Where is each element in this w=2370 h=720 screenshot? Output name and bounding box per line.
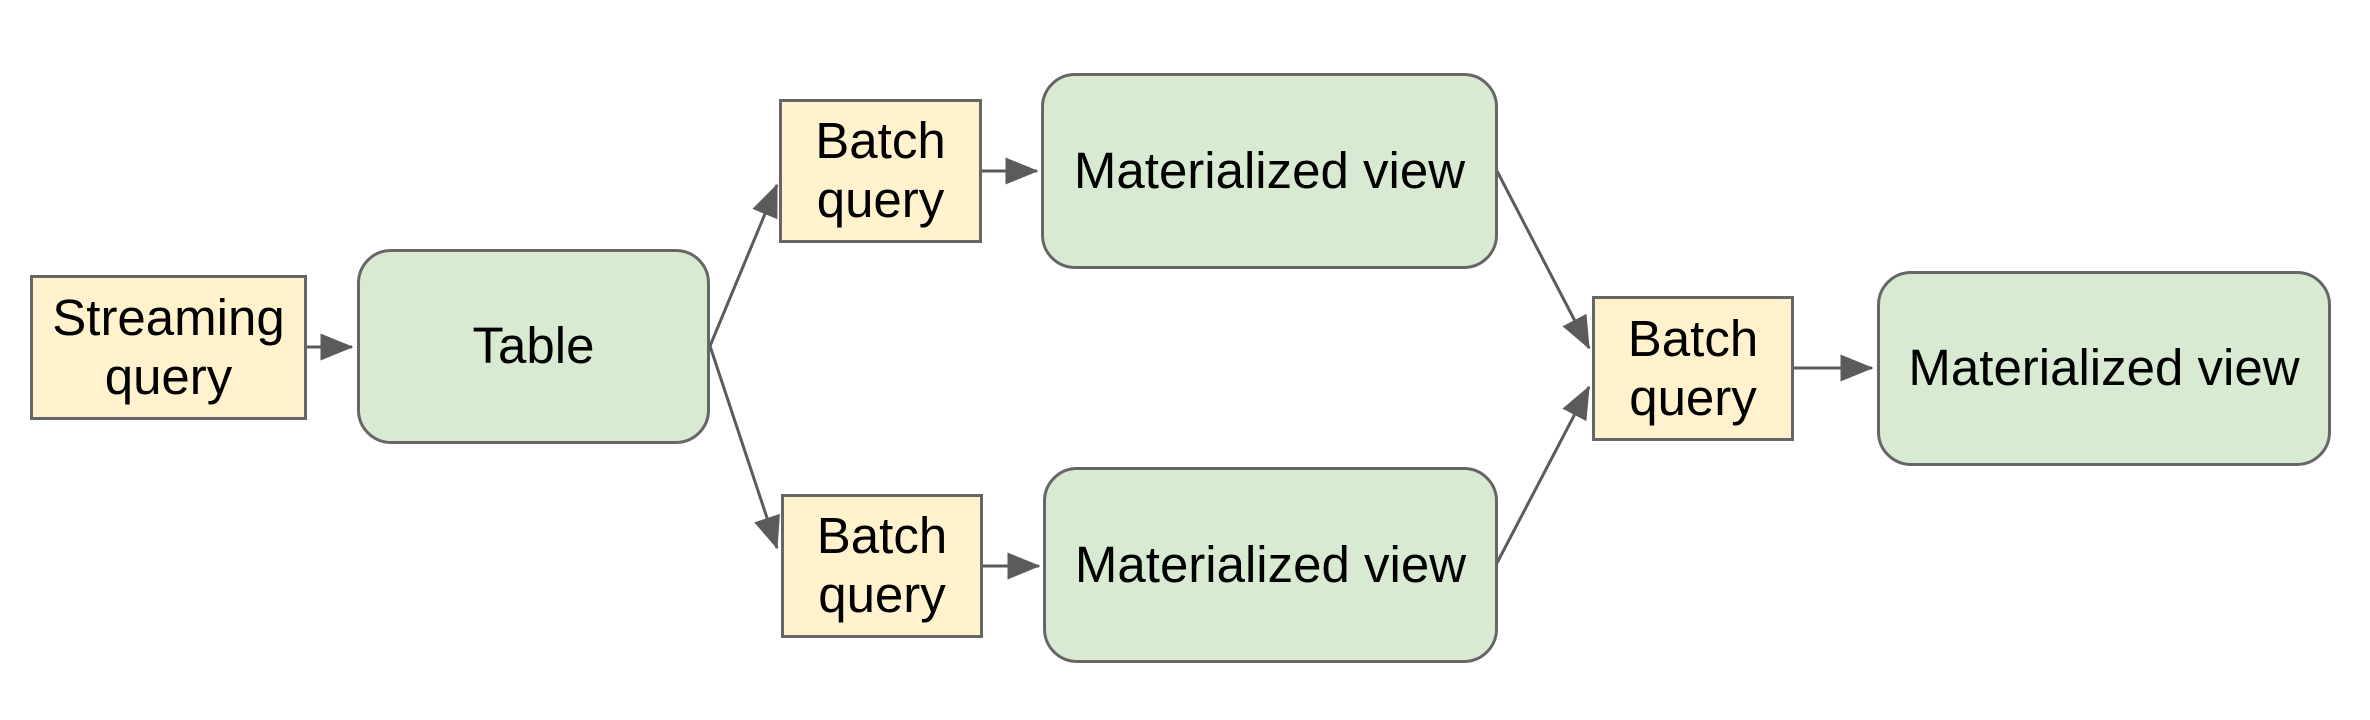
node-materialized-view-bottom: Materialized view (1043, 467, 1498, 663)
node-materialized-view-right-label: Materialized view (1908, 339, 2300, 397)
node-table-label: Table (472, 317, 595, 375)
node-batch-query-top: Batch query (779, 99, 982, 243)
node-batch-query-bottom-label: Batch query (816, 507, 948, 623)
edge-mv-top-to-batch-right (1495, 170, 1591, 350)
edge-table-to-batch-top (708, 183, 779, 347)
edge-table-to-batch-bottom (708, 345, 780, 550)
node-materialized-view-right: Materialized view (1877, 271, 2331, 466)
node-materialized-view-bottom-label: Materialized view (1074, 535, 1467, 593)
node-materialized-view-top: Materialized view (1041, 73, 1498, 269)
node-streaming-query-label: Streaming query (52, 288, 285, 405)
node-batch-query-top-label: Batch query (815, 112, 946, 228)
node-batch-query-bottom: Batch query (781, 494, 983, 638)
node-table: Table (357, 249, 710, 444)
node-streaming-query: Streaming query (30, 275, 307, 420)
node-batch-query-right-label: Batch query (1627, 309, 1759, 426)
edge-mv-bottom-to-batch-right (1495, 385, 1591, 564)
node-materialized-view-top-label: Materialized view (1073, 141, 1466, 199)
node-batch-query-right: Batch query (1592, 296, 1794, 441)
